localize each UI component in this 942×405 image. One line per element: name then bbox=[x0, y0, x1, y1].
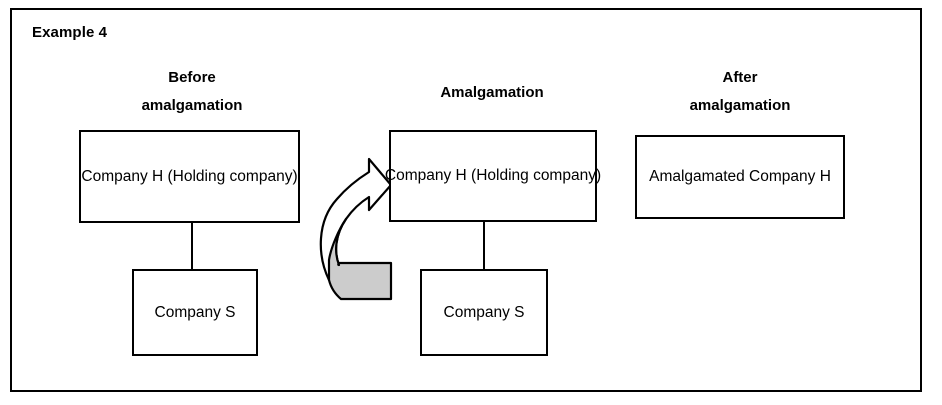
connector-line-middle bbox=[483, 220, 485, 270]
entity-box-after-amalgamated: Amalgamated Company H bbox=[635, 135, 845, 219]
curved-merge-arrow-icon bbox=[319, 157, 393, 301]
column-heading-before: Before amalgamation bbox=[141, 69, 243, 114]
page-title: Example 4 bbox=[32, 24, 108, 41]
entity-box-before-subsidiary: Company S bbox=[132, 269, 258, 356]
entity-box-middle-holding: Company H (Holding company) bbox=[385, 130, 601, 222]
column-heading-amalgamation: Amalgamation bbox=[440, 84, 544, 101]
entity-box-middle-subsidiary: Company S bbox=[420, 269, 548, 356]
entity-box-before-holding: Company H (Holding company) bbox=[79, 130, 300, 223]
example-frame: Example 4 Before amalgamation Amalgamati… bbox=[10, 8, 922, 392]
connector-line-before bbox=[191, 221, 193, 270]
column-heading-after: After amalgamation bbox=[689, 69, 791, 114]
arrow-shadow-tail bbox=[327, 217, 393, 301]
